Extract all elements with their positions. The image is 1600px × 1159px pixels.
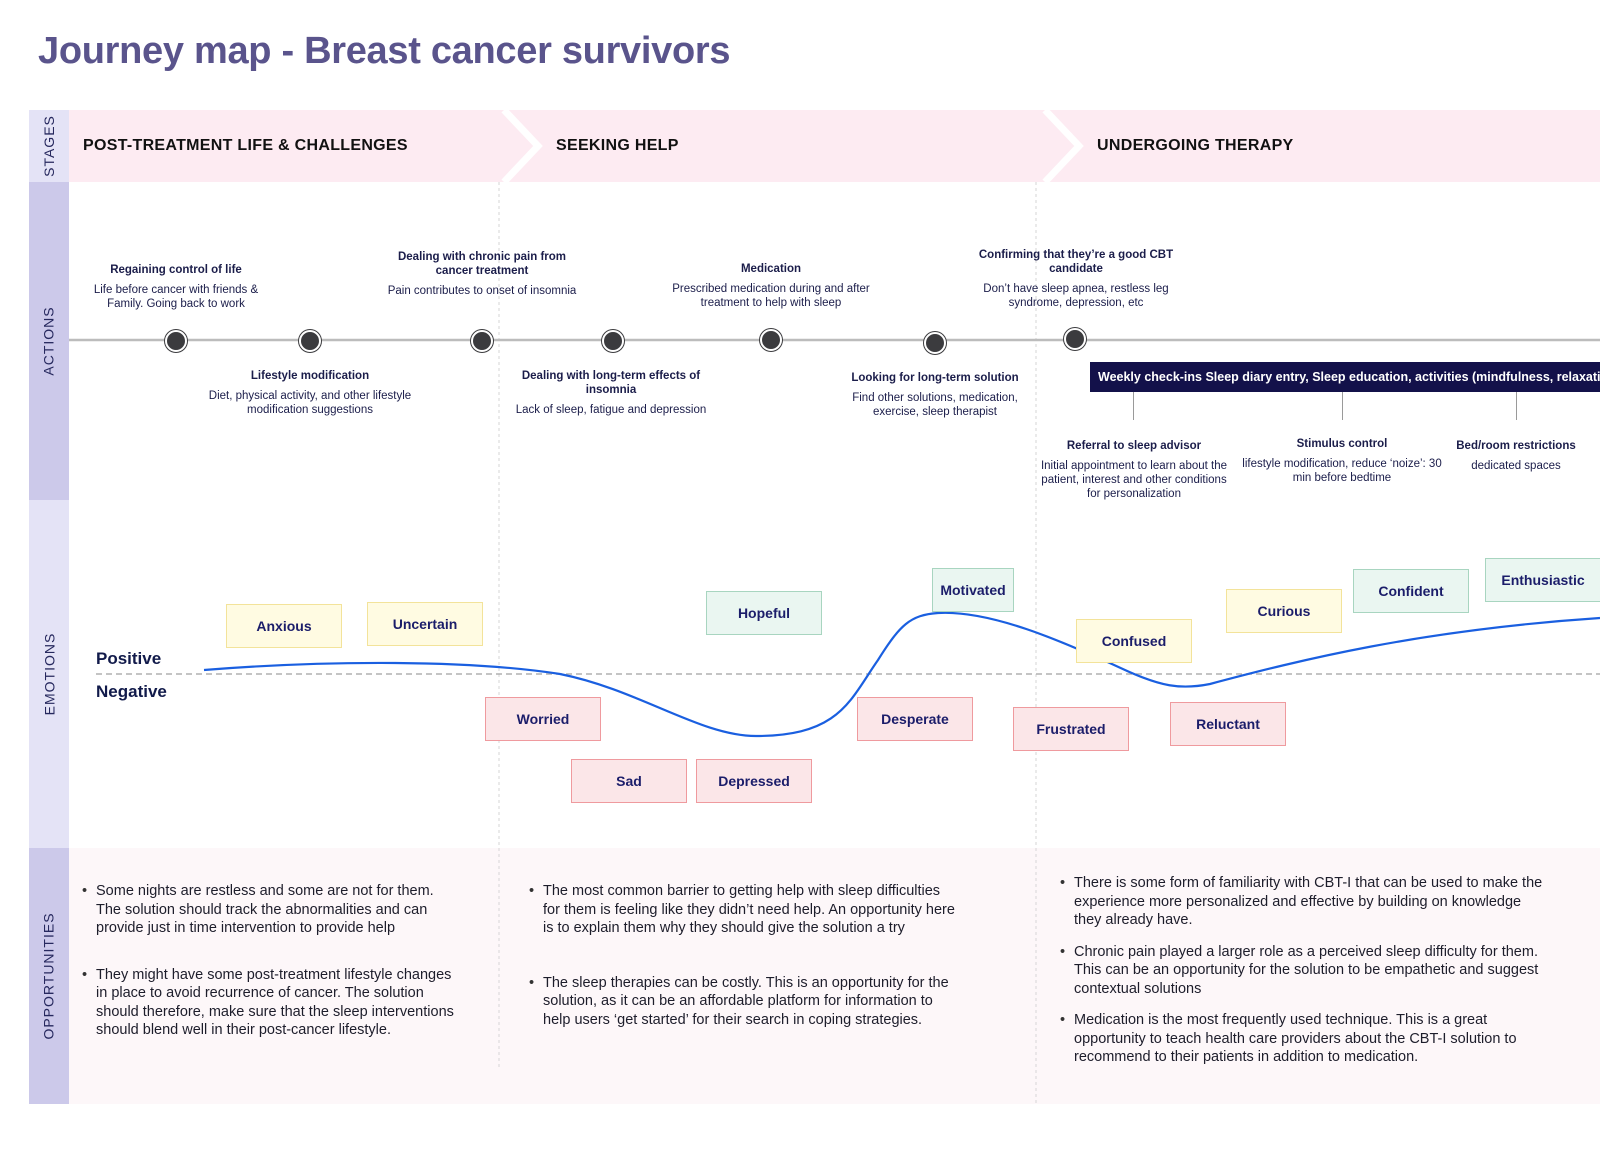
action-desc: Life before cancer with friends & Family…	[93, 284, 259, 310]
banner-tick	[1133, 392, 1134, 420]
action-node	[471, 330, 493, 352]
action-cbt-candidate: Confirming that they’re a good CBT candi…	[965, 248, 1187, 310]
stage-undergoing-therapy: UNDERGOING THERAPY	[1097, 137, 1294, 154]
emotion-card: Sad	[571, 759, 687, 803]
action-title: Regaining control of life	[110, 264, 242, 276]
opportunity-item: There is some form of familiarity with C…	[1060, 874, 1550, 930]
emotion-card: Worried	[485, 697, 601, 741]
action-title: Confirming that they’re a good CBT candi…	[978, 249, 1174, 275]
stage-bar	[69, 110, 1600, 182]
action-long-term-solution: Looking for long-term solution Find othe…	[838, 371, 1032, 419]
band-label-emotions: EMOTIONS	[29, 500, 69, 848]
therapy-stimulus-control: Stimulus control lifestyle modification,…	[1238, 437, 1446, 485]
action-node	[760, 329, 782, 351]
band-label-opportunities: OPPORTUNITIES	[29, 848, 69, 1104]
banner-tick	[1342, 392, 1343, 420]
emotion-card: Reluctant	[1170, 702, 1286, 746]
therapy-item-title: Referral to sleep advisor	[1066, 440, 1202, 452]
band-label-stages: STAGES	[29, 110, 69, 182]
action-title: Dealing with long-term effects of insomn…	[521, 370, 701, 396]
emotion-negative-label: Negative	[96, 682, 167, 701]
band-label-emotions-text: EMOTIONS	[41, 632, 58, 716]
therapy-item-desc: dedicated spaces	[1471, 460, 1561, 472]
stage-seeking-help: SEEKING HELP	[556, 137, 679, 154]
action-title: Looking for long-term solution	[851, 372, 1019, 384]
opportunity-item: Medication is the most frequently used t…	[1060, 1011, 1550, 1067]
opportunities-seeking-help: The most common barrier to getting help …	[529, 882, 955, 1029]
emotion-card: Desperate	[857, 697, 973, 741]
band-label-actions-text: ACTIONS	[41, 306, 58, 376]
action-long-term-effects: Dealing with long-term effects of insomn…	[503, 369, 719, 417]
action-lifestyle-modification: Lifestyle modification Diet, physical ac…	[204, 369, 416, 417]
action-desc: Pain contributes to onset of insomnia	[387, 285, 577, 297]
action-node	[165, 330, 187, 352]
action-node	[1064, 328, 1086, 350]
action-desc: Prescribed medication during and after t…	[672, 283, 870, 309]
opportunity-item: The sleep therapies can be costly. This …	[529, 974, 955, 1030]
emotion-card: Frustrated	[1013, 707, 1129, 751]
action-desc: Diet, physical activity, and other lifes…	[208, 390, 412, 416]
banner-tick	[1516, 392, 1517, 420]
band-label-stages-text: STAGES	[41, 115, 58, 177]
action-node	[299, 330, 321, 352]
therapy-item-title: Bed/room restrictions	[1456, 440, 1576, 452]
action-chronic-pain: Dealing with chronic pain from cancer tr…	[386, 250, 578, 298]
therapy-item-title: Stimulus control	[1296, 438, 1388, 450]
emotion-card: Uncertain	[367, 602, 483, 646]
action-medication: Medication Prescribed medication during …	[668, 262, 874, 310]
emotion-card: Hopeful	[706, 591, 822, 635]
opportunity-item: The most common barrier to getting help …	[529, 882, 955, 938]
opportunity-item: They might have some post-treatment life…	[82, 966, 460, 1040]
opportunity-item: Some nights are restless and some are no…	[82, 882, 460, 938]
therapy-item-desc: Initial appointment to learn about the p…	[1040, 460, 1228, 500]
emotion-card: Confident	[1353, 569, 1469, 613]
stage-post-treatment: POST-TREATMENT LIFE & CHALLENGES	[83, 137, 408, 154]
action-regaining-control: Regaining control of life Life before ca…	[78, 263, 274, 311]
opportunity-item: Chronic pain played a larger role as a p…	[1060, 943, 1550, 999]
emotion-card: Depressed	[696, 759, 812, 803]
page-title: Journey map - Breast cancer survivors	[38, 30, 731, 72]
action-node	[602, 330, 624, 352]
therapy-item-desc: lifestyle modification, reduce ‘noize’: …	[1242, 458, 1442, 484]
band-label-actions: ACTIONS	[29, 182, 69, 500]
therapy-activities-banner: Weekly check-ins Sleep diary entry, Slee…	[1090, 362, 1600, 392]
therapy-referral: Referral to sleep advisor Initial appoin…	[1036, 439, 1232, 501]
band-label-opportunities-text: OPPORTUNITIES	[41, 912, 57, 1040]
emotion-positive-label: Positive	[96, 649, 162, 668]
opportunities-post-treatment: Some nights are restless and some are no…	[82, 882, 460, 1040]
action-title: Dealing with chronic pain from cancer tr…	[397, 251, 567, 277]
action-desc: Find other solutions, medication, exerci…	[852, 392, 1018, 418]
emotion-card: Curious	[1226, 589, 1342, 633]
therapy-bed-restrictions: Bed/room restrictions dedicated spaces	[1444, 439, 1588, 473]
action-title: Medication	[740, 263, 802, 275]
emotion-card: Enthusiastic	[1485, 558, 1600, 602]
emotion-card: Anxious	[226, 604, 342, 648]
action-desc: Lack of sleep, fatigue and depression	[515, 404, 707, 416]
opportunities-therapy: There is some form of familiarity with C…	[1060, 874, 1550, 1067]
action-title: Lifestyle modification	[250, 370, 370, 382]
action-node	[924, 332, 946, 354]
emotion-card: Confused	[1076, 619, 1192, 663]
action-desc: Don’t have sleep apnea, restless leg syn…	[983, 283, 1169, 309]
emotion-card: Motivated	[932, 568, 1014, 612]
